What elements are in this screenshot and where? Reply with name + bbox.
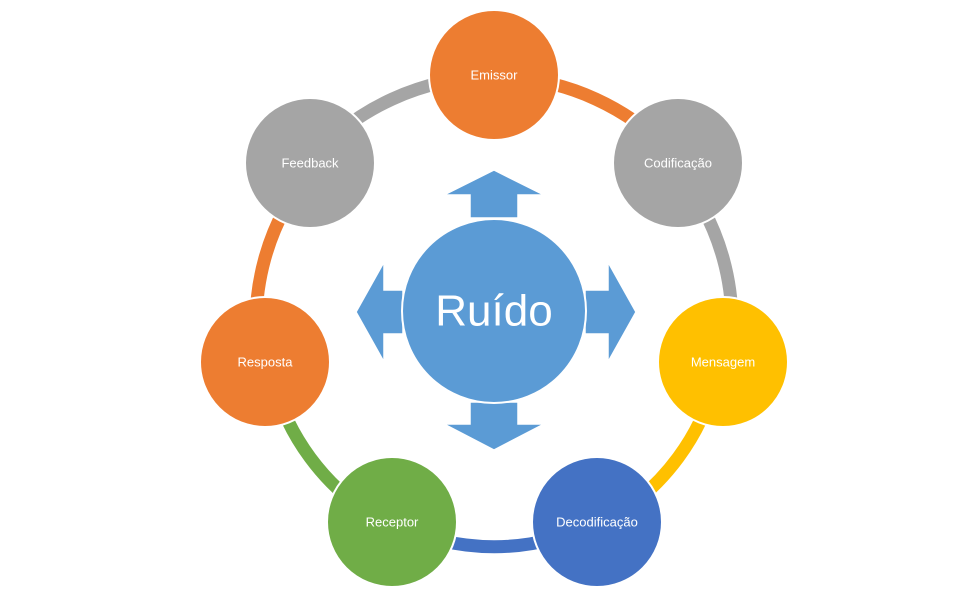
node-emissor-circle — [428, 9, 560, 141]
center-node: Ruído — [401, 218, 587, 404]
node-emissor: Emissor — [428, 9, 560, 141]
center-circle — [401, 218, 587, 404]
node-resposta-label: Resposta — [238, 355, 294, 370]
node-mensagem: Mensagem — [657, 296, 789, 428]
node-receptor-circle — [326, 456, 458, 588]
center-label: Ruído — [435, 287, 552, 336]
node-decodificacao-circle — [531, 456, 663, 588]
arrow-up — [443, 169, 545, 219]
arrow-down — [443, 401, 545, 451]
node-resposta: Resposta — [199, 296, 331, 428]
node-mensagem-circle — [657, 296, 789, 428]
arrow-left — [355, 259, 404, 365]
node-feedback-circle — [244, 97, 376, 229]
node-emissor-label: Emissor — [471, 68, 519, 83]
node-mensagem-label: Mensagem — [691, 355, 755, 370]
node-codificacao-circle — [612, 97, 744, 229]
node-codificacao: Codificação — [612, 97, 744, 229]
node-codificacao-label: Codificação — [644, 156, 712, 171]
node-decodificacao-label: Decodificação — [556, 515, 638, 530]
node-decodificacao: Decodificação — [531, 456, 663, 588]
node-receptor: Receptor — [326, 456, 458, 588]
node-feedback: Feedback — [244, 97, 376, 229]
node-receptor-label: Receptor — [366, 515, 419, 530]
arrow-right — [584, 259, 637, 365]
node-resposta-circle — [199, 296, 331, 428]
four-way-arrow — [355, 169, 637, 451]
node-feedback-label: Feedback — [281, 156, 339, 171]
